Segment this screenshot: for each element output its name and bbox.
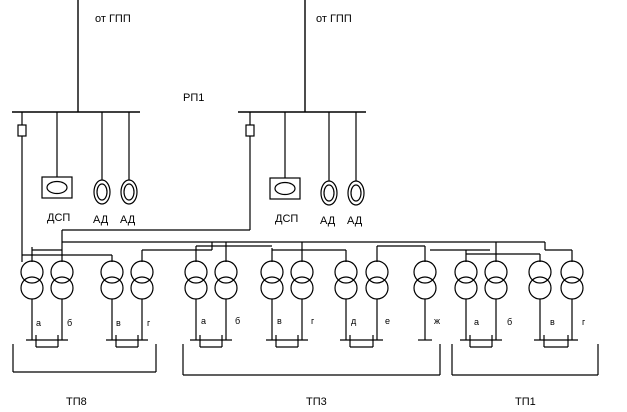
breaker-left [17,124,27,137]
tp3-trafo-label-v: в [277,316,282,326]
motor-1 [93,179,111,205]
motor-4 [347,180,365,206]
transformer-tp3-d [334,260,358,340]
tp3-trafo-label-g: г [311,316,315,326]
ad-label-1: АД [93,214,109,226]
tp8-trafo-label-a: а [36,318,41,328]
ad-label-3: АД [320,215,336,227]
motor-1-inner [96,183,108,201]
dsp-label-right: ДСП [275,213,298,225]
tp8-trafo-label-g: г [147,318,151,328]
tp1-trafo-label-a: а [474,317,479,327]
ad-label-2: АД [120,214,136,226]
breaker-right [245,124,255,137]
transformer-tp1-b [484,260,508,340]
transformer-tp3-a [184,260,208,340]
motor-3-inner [323,184,335,202]
bracket-tp3 [182,344,441,376]
source-label-left: от ГПП [95,13,131,25]
transformer-tp8-a [20,260,44,340]
transformer-tp1-g [560,260,584,340]
transformer-tp3-b [214,260,238,340]
bracket-tp1 [451,344,599,376]
motor-2-inner [123,183,135,201]
tp8-trafo-label-v: в [116,318,121,328]
motor-4-inner [350,184,362,202]
transformer-tp3-e [365,260,389,340]
tp3-trafo-label-e: е [385,316,390,326]
bracket-tp8 [12,344,157,373]
transformer-tp3-zh [413,260,437,340]
tp1-trafo-label-b: б [507,317,512,327]
dsp-label-left: ДСП [47,212,70,224]
rp-label: РП1 [183,92,204,104]
transformer-tp8-g [130,260,154,340]
ad-label-4: АД [347,215,363,227]
dsp-box-right [269,177,301,200]
tp1-trafo-label-v: в [550,317,555,327]
transformer-tp3-g [290,260,314,340]
tp8-trafo-label-b: б [67,318,72,328]
dsp-symbol-left [46,180,68,195]
dsp-symbol-right [274,181,296,196]
tp3-trafo-label-a: а [201,316,206,326]
substation-label-tp3: ТП3 [306,396,327,408]
tp3-trafo-label-d: д [351,316,357,326]
cable-network [21,241,573,262]
transformer-tp3-v [260,260,284,340]
motor-3 [320,180,338,206]
substation-label-tp8: ТП8 [66,396,87,408]
tp1-trafo-label-g: г [582,317,586,327]
transformer-tp8-b [50,260,74,340]
transformer-tp1-v [528,260,552,340]
motor-2 [120,179,138,205]
source-label-right: от ГПП [316,13,352,25]
transformer-tp1-a [454,260,478,340]
tp3-trafo-label-b: б [235,316,240,326]
dsp-box-left [41,176,73,199]
transformer-tp8-v [100,260,124,340]
substation-label-tp1: ТП1 [515,396,536,408]
tp3-trafo-label-zh: ж [434,316,440,326]
